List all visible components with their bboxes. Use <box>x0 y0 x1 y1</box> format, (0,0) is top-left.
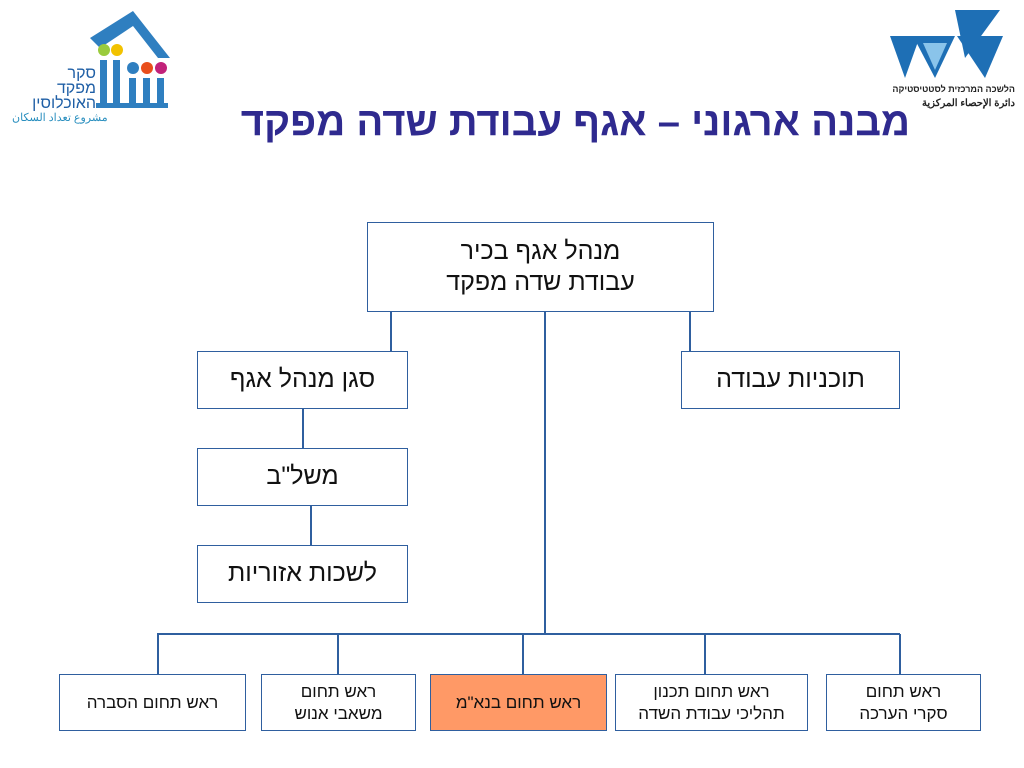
census-logo: סקר מפקד האוכלוסין مشروع تعداد السكان <box>8 8 178 128</box>
connector-bus-to-head-5 <box>899 634 901 674</box>
box-head-field-planning: ראש תחום תכנון תהליכי עבודת השדה <box>615 674 808 731</box>
box-head-evaluation-surveys: ראש תחום סקרי הערכה <box>826 674 981 731</box>
box-head-banam: ראש תחום בנא"מ <box>430 674 607 731</box>
box-work-programs: תוכניות עבודה <box>681 351 900 409</box>
connector-bus-to-head-2 <box>337 634 339 674</box>
cbs-logo-text-he: הלשכה המרכזית לסטטיסטיקה <box>892 84 1015 94</box>
box-mashlab: משל"ב <box>197 448 408 506</box>
connector-top-to-bus <box>544 311 546 634</box>
connector-top-to-programs <box>689 311 691 352</box>
census-logo-graphic <box>90 11 170 108</box>
connector-deputy-to-mashlab <box>302 408 304 448</box>
connector-mashlab-to-regional <box>310 505 312 545</box>
box-deputy-director: סגן מנהל אגף <box>197 351 408 409</box>
census-logo-text-ar: مشروع تعداد السكان <box>12 112 108 124</box>
census-logo-text-he: סקר מפקד האוכלוסין <box>32 65 96 112</box>
connector-bus <box>157 633 900 635</box>
connector-bus-to-head-4 <box>704 634 706 674</box>
connector-bus-to-head-3 <box>522 634 524 674</box>
connector-bus-to-head-1 <box>157 634 159 674</box>
cbs-logo-text-ar: دائرة الإحصاء المركزية <box>922 98 1015 109</box>
cbs-logo-graphic <box>890 10 1003 78</box>
connector-top-to-deputy <box>390 311 392 352</box>
page-title: מבנה ארגוני – אגף עבודת שדה מפקד <box>240 100 910 144</box>
box-head-publicity: ראש תחום הסברה <box>59 674 246 731</box>
box-senior-director: מנהל אגף בכיר עבודת שדה מפקד <box>367 222 714 312</box>
box-head-human-resources: ראש תחום משאבי אנוש <box>261 674 416 731</box>
box-regional-offices: לשכות אזוריות <box>197 545 408 603</box>
cbs-logo: הלשכה המרכזית לסטטיסטיקה دائرة الإحصاء ا… <box>885 8 1015 116</box>
